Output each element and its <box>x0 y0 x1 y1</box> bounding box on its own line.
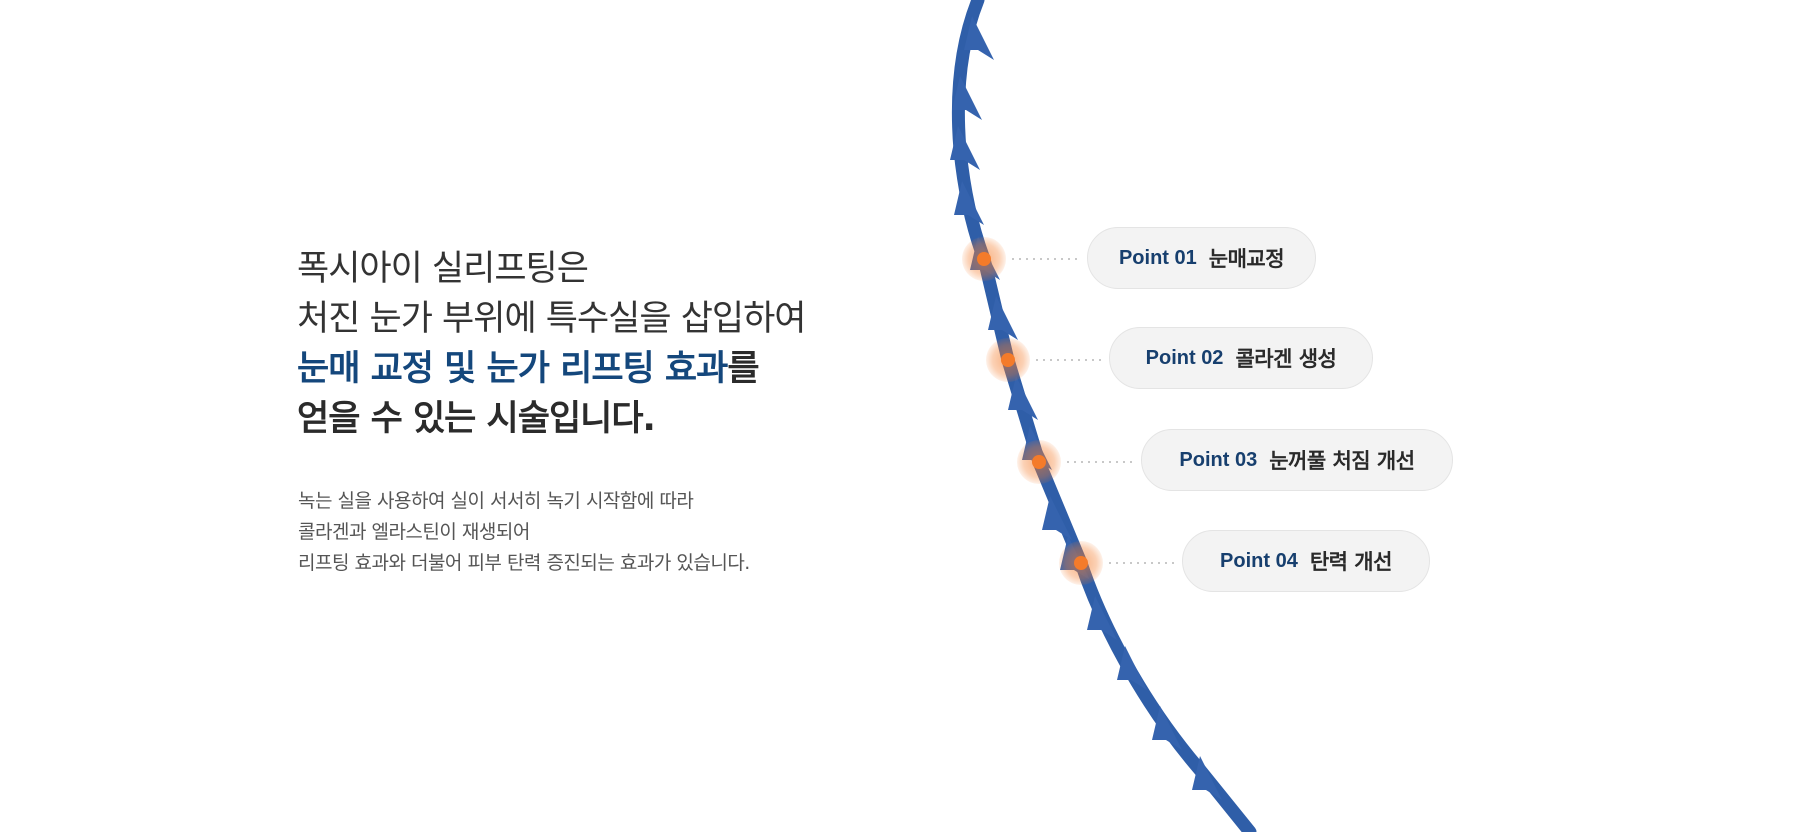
headline-highlight: 눈매 교정 및 눈가 리프팅 효과 <box>297 349 728 389</box>
thread-barb <box>1117 646 1147 690</box>
description-line: 콜라겐과 엘라스틴이 재생되어 <box>298 521 530 543</box>
headline-line-2: 처진 눈가 부위에 특수실을 삽입하여 <box>297 299 807 339</box>
point-01-pill: Point 01 눈매교정 <box>1087 227 1316 289</box>
point-marker-dot <box>1001 353 1015 367</box>
thread-barb <box>1152 706 1182 750</box>
description-line: 리프팅 효과와 더불어 피부 탄력 증진되는 효과가 있습니다. <box>298 552 750 574</box>
headline: 폭시아이 실리프팅은 처진 눈가 부위에 특수실을 삽입하여 눈매 교정 및 눈… <box>297 244 807 444</box>
point-text: 눈매교정 <box>1208 247 1285 271</box>
thread-barb <box>1192 756 1222 800</box>
thread-barb <box>1087 596 1117 640</box>
thread-barb <box>1042 496 1072 540</box>
thread-body <box>951 0 1257 832</box>
description: 녹는 실을 사용하여 실이 서서히 녹기 시작함에 따라 콜라겐과 엘라스틴이 … <box>298 486 750 579</box>
headline-line-4: 얻을 수 있는 시술입니다. <box>297 399 656 439</box>
point-text: 눈꺼풀 처짐 개선 <box>1269 449 1415 473</box>
point-marker-dot <box>977 252 991 266</box>
thread-barb <box>964 16 994 60</box>
point-03-pill: Point 03 눈꺼풀 처짐 개선 <box>1141 429 1453 491</box>
thread-barb <box>954 181 984 225</box>
point-text: 콜라겐 생성 <box>1235 347 1337 371</box>
point-label: Point 04 <box>1220 549 1298 572</box>
thread-barbs <box>950 16 1222 800</box>
point-marker-dot <box>1074 556 1088 570</box>
point-label: Point 01 <box>1118 246 1197 269</box>
point-label: Point 03 <box>1179 448 1258 471</box>
point-04-pill: Point 04 탄력 개선 <box>1182 530 1430 592</box>
thread-barb <box>952 76 982 120</box>
point-02-pill: Point 02 콜라겐 생성 <box>1109 327 1373 389</box>
point-marker-dot <box>1032 455 1046 469</box>
thread-barb <box>950 126 980 170</box>
point-label: Point 02 <box>1145 346 1224 369</box>
headline-line-3-rest: 를 <box>727 349 759 389</box>
thread-barb <box>1008 376 1038 420</box>
thread-barb <box>988 296 1018 340</box>
description-line: 녹는 실을 사용하여 실이 서서히 녹기 시작함에 따라 <box>298 490 694 512</box>
headline-line-1: 폭시아이 실리프팅은 <box>297 249 589 289</box>
point-text: 탄력 개선 <box>1309 550 1393 574</box>
